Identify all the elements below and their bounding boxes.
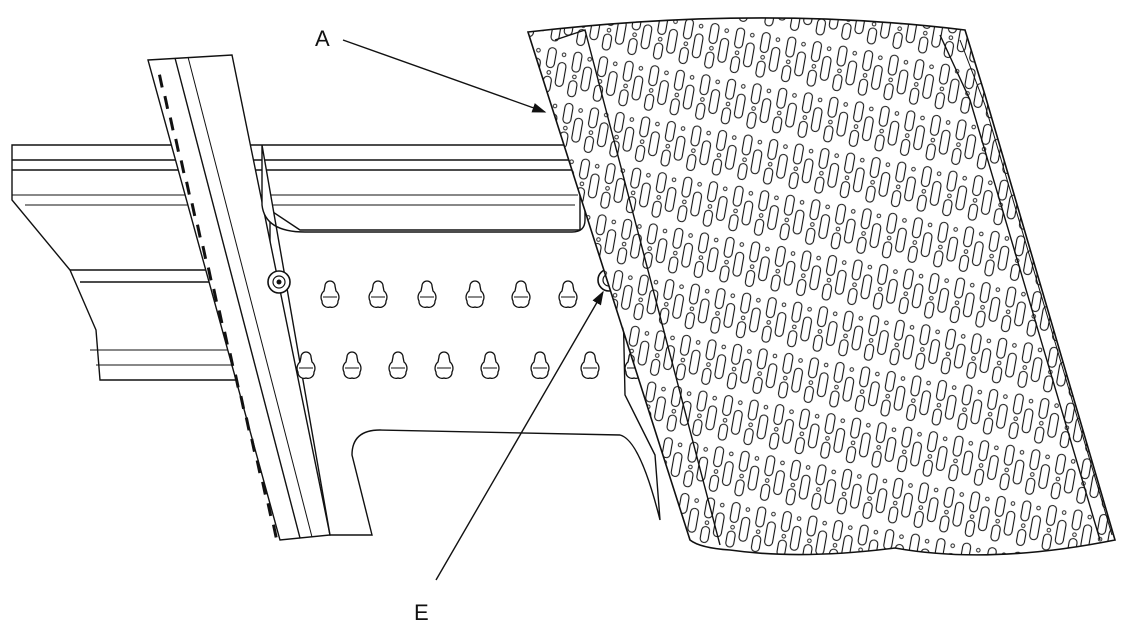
background-tray-channel [11,144,581,381]
keyhole-slot [342,351,362,379]
strut-slot [201,245,208,260]
splice-plate [261,39,661,536]
keyhole-slot [296,351,316,379]
strut-slot [228,352,235,367]
bolt-left [267,270,291,294]
keyhole-slot [417,280,437,308]
callout-a-label: A [315,26,330,51]
strut-slot [266,502,273,517]
strut-slot [174,138,180,153]
perforated-tray-section [526,17,1117,556]
keyhole-slot [530,351,550,379]
strut-slot [163,95,170,110]
keyhole-slot [434,351,454,379]
strut-slot [212,288,218,303]
strut-slot [261,481,267,495]
callout-a: A [315,26,547,113]
strut-slot [271,524,278,538]
strut-slot [250,438,256,453]
strut-slot [223,331,229,345]
strut-slot [234,374,240,388]
strut-slot [217,310,224,324]
strut-slot [244,417,251,431]
keyhole-slot [558,280,578,308]
strut-slot [190,202,197,217]
keyhole-slot [388,351,408,379]
callout-e-label: E [414,600,429,625]
keyhole-slot [511,280,531,308]
strut-slot [196,224,202,238]
keyhole-slot-rows [296,280,644,379]
strut-slot [255,460,262,474]
strut-slot [206,267,213,281]
strut-slot [158,74,164,88]
keyhole-slot [580,351,600,379]
callout-e: E [414,290,604,625]
strut-slot [185,181,191,195]
strut-slot-rows [158,74,278,538]
keyhole-slot [320,280,340,308]
strut-slot [179,160,186,174]
keyhole-slot [465,280,485,308]
keyhole-slot [368,280,388,308]
vertical-angle-strut [147,54,331,541]
keyhole-slot [480,351,500,379]
strut-slot [168,117,175,131]
strut-slot [239,395,246,410]
